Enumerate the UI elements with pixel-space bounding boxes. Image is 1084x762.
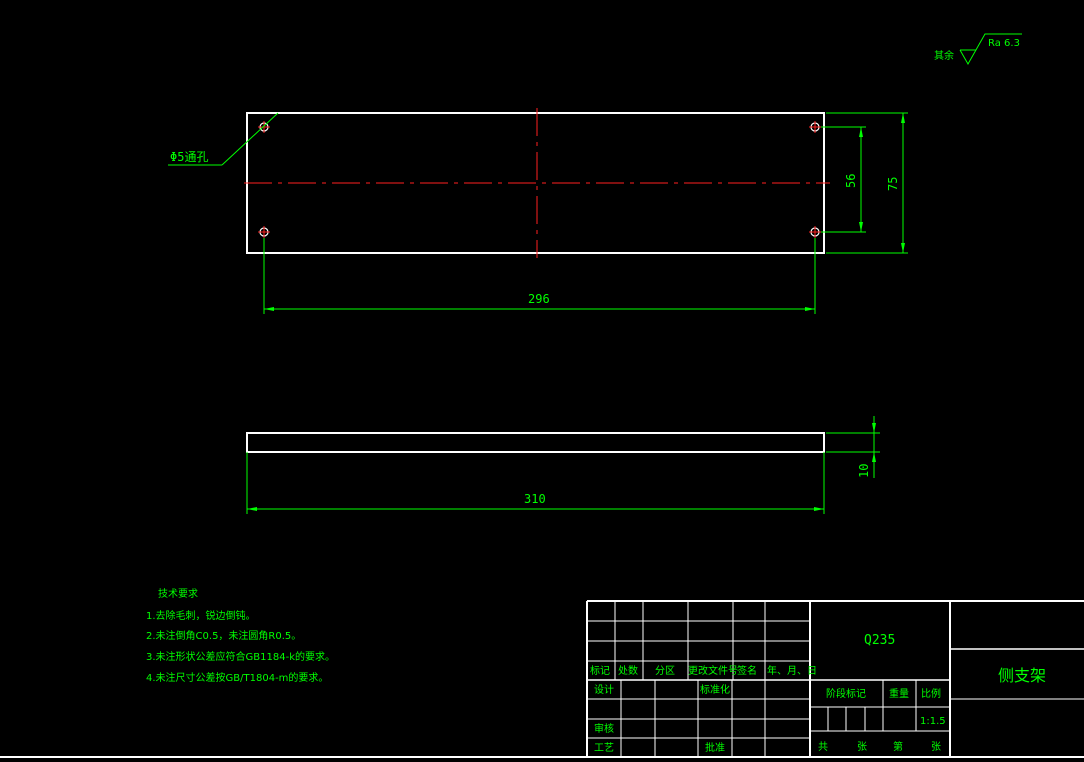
rev-header-zone: 分区 (655, 665, 675, 677)
sheets-unit: 张 (857, 741, 867, 753)
roughness-prefix: 其余 (934, 49, 954, 62)
rev-header-count: 处数 (618, 664, 638, 677)
part-name: 侧支架 (998, 666, 1046, 685)
dim-10: 10 (826, 416, 880, 478)
rev-header-sign: 签名 (737, 664, 757, 677)
dim-310: 310 (246, 452, 825, 514)
top-view: Φ5通孔 296 56 75 (168, 108, 908, 314)
tech-notes-title: 技术要求 (158, 587, 198, 600)
label-stage-mark: 阶段标记 (826, 687, 866, 700)
sheet-no-label: 第 (893, 740, 903, 753)
scale-value: 1:1.5 (920, 716, 946, 727)
tech-note-2: 2.未注倒角C0.5，未注圆角R0.5。 (146, 629, 301, 642)
label-weight: 重量 (889, 687, 909, 700)
label-process: 工艺 (594, 742, 614, 754)
label-review: 审核 (594, 722, 614, 735)
label-approve: 批准 (705, 741, 725, 754)
dim-10-text: 10 (857, 464, 871, 478)
roughness-value: Ra 6.3 (988, 38, 1020, 49)
label-design: 设计 (594, 683, 614, 696)
side-view: 310 10 (246, 416, 880, 514)
roughness-symbol: 其余 Ra 6.3 (934, 33, 1022, 66)
dim-56-text: 56 (844, 174, 858, 188)
hole-bottom-left (258, 226, 270, 238)
rev-header-date: 年、月、日 (767, 664, 817, 677)
rev-header-doc: 更改文件号 (688, 664, 738, 677)
dim-75: 75 (826, 112, 908, 254)
dim-310-text: 310 (524, 492, 546, 506)
hole-label: Φ5通孔 (170, 150, 208, 164)
hole-top-right (809, 121, 821, 133)
tech-note-1: 1.去除毛刺，锐边倒钝。 (146, 609, 256, 622)
dim-56: 56 (821, 126, 866, 233)
dim-296-text: 296 (528, 292, 550, 306)
tech-note-4: 4.未注尺寸公差按GB/T1804-m的要求。 (146, 671, 328, 684)
title-block-text: 标记 处数 分区 更改文件号 签名 年、月、日 设计 标准化 审核 工艺 批准 … (590, 633, 1046, 754)
material-text: Q235 (864, 633, 895, 648)
dim-75-text: 75 (886, 177, 900, 191)
dim-296: 296 (263, 238, 816, 314)
hole-top-left (258, 121, 270, 133)
title-block (0, 600, 1084, 758)
side-outline (246, 432, 825, 453)
label-standardization: 标准化 (700, 683, 730, 696)
tech-notes: 技术要求 1.去除毛刺，锐边倒钝。 2.未注倒角C0.5，未注圆角R0.5。 3… (146, 587, 335, 684)
hole-bottom-right (809, 226, 821, 238)
hole-leader: Φ5通孔 (168, 112, 279, 166)
label-scale: 比例 (921, 687, 941, 700)
tech-note-3: 3.未注形状公差应符合GB1184-k的要求。 (146, 650, 335, 663)
sheet-unit: 张 (931, 741, 941, 753)
sheets-total-label: 共 (818, 741, 828, 753)
rev-header-mark: 标记 (590, 665, 610, 677)
